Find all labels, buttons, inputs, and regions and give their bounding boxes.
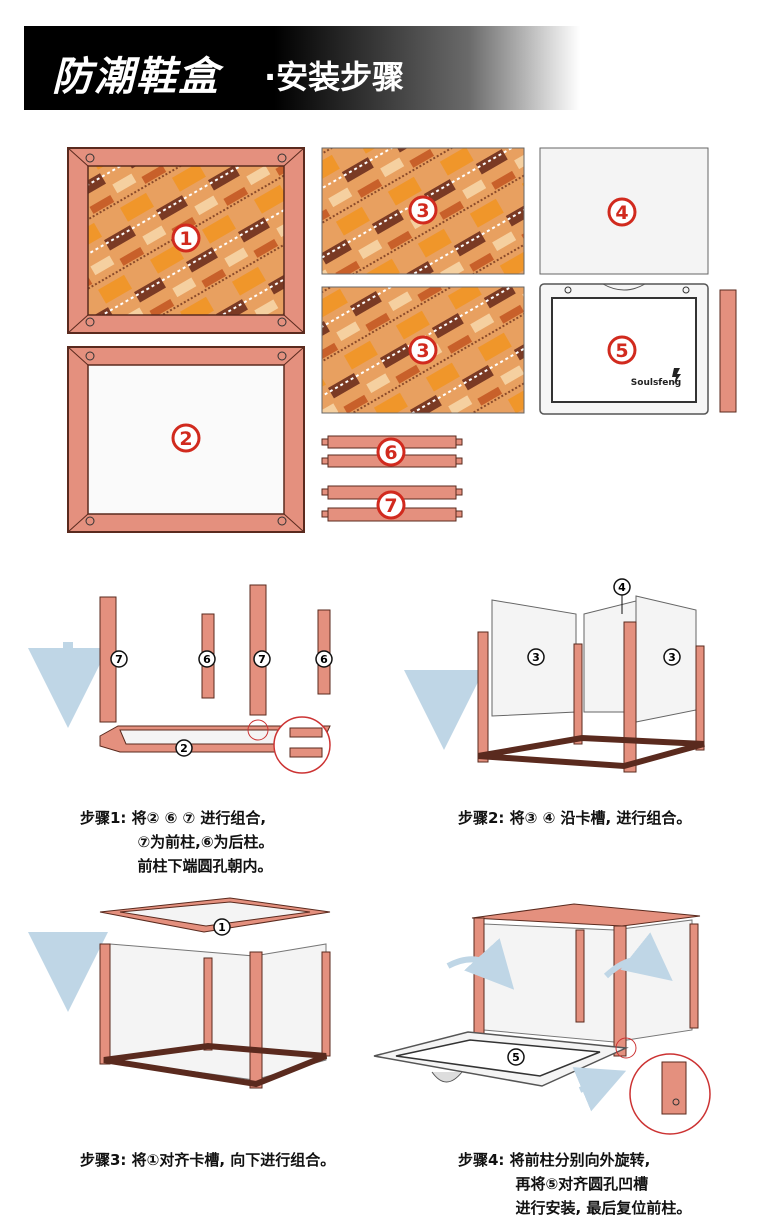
page-subtitle: ·安装步骤 bbox=[264, 58, 405, 96]
svg-text:5: 5 bbox=[615, 340, 628, 362]
step1-label-7a: 7 bbox=[115, 653, 123, 666]
step3-caption: 步骤3: 将①对齐卡槽, 向下进行组合。 bbox=[80, 1151, 336, 1169]
step1-label-6a: 6 bbox=[203, 653, 211, 666]
step1-illustration bbox=[28, 584, 331, 774]
step1-label-7b: 7 bbox=[258, 653, 266, 666]
part-number-badge-3a: 3 bbox=[408, 195, 438, 225]
step2-label-4: 4 bbox=[618, 581, 626, 594]
svg-text:3: 3 bbox=[416, 340, 429, 362]
part-number-badge-1: 1 bbox=[171, 223, 201, 253]
part-number-badge-5: 5 bbox=[607, 335, 637, 365]
svg-text:4: 4 bbox=[615, 202, 628, 224]
step1-label-6b: 6 bbox=[320, 653, 328, 666]
part-number-badge-4: 4 bbox=[607, 197, 637, 227]
part-number-badge-6: 6 bbox=[376, 437, 406, 467]
step4-caption: 步骤4: 将前柱分别向外旋转, 再将⑤对齐圆孔凹槽 进行安装, 最后复位前柱。 bbox=[458, 1151, 692, 1217]
svg-text:1: 1 bbox=[179, 228, 192, 250]
step2-caption: 步骤2: 将③ ④ 沿卡槽, 进行组合。 bbox=[458, 809, 692, 827]
spare-post bbox=[719, 289, 737, 413]
part-number-badge-3b: 3 bbox=[408, 335, 438, 365]
svg-text:3: 3 bbox=[416, 200, 429, 222]
page-title: 防潮鞋盒 bbox=[52, 53, 220, 100]
step3-label-1: 1 bbox=[218, 921, 226, 934]
step2-illustration bbox=[404, 580, 705, 773]
push-arrow-icon bbox=[572, 1067, 627, 1112]
step1-caption: 步骤1: 将② ⑥ ⑦ 进行组合, ⑦为前柱,⑥为后柱。 前柱下端圆孔朝内。 bbox=[80, 809, 274, 875]
step4-label-5: 5 bbox=[512, 1051, 520, 1064]
step4-illustration bbox=[373, 903, 711, 1135]
step1-label-2: 2 bbox=[180, 742, 188, 755]
svg-text:2: 2 bbox=[179, 428, 192, 450]
step3-illustration bbox=[28, 897, 331, 1089]
brand-logo-text: Soulsfeng bbox=[631, 378, 681, 388]
rotate-arrow-icon bbox=[446, 938, 515, 990]
svg-text:7: 7 bbox=[384, 495, 397, 517]
svg-text:6: 6 bbox=[384, 442, 397, 464]
part-number-badge-2: 2 bbox=[171, 423, 201, 453]
part-number-badge-7: 7 bbox=[376, 490, 406, 520]
brand-logo-icon bbox=[672, 368, 681, 384]
rotate-arrow-icon bbox=[603, 932, 673, 981]
step2-label-3a: 3 bbox=[532, 651, 540, 664]
step2-label-3b: 3 bbox=[668, 651, 676, 664]
title-banner bbox=[24, 26, 580, 110]
